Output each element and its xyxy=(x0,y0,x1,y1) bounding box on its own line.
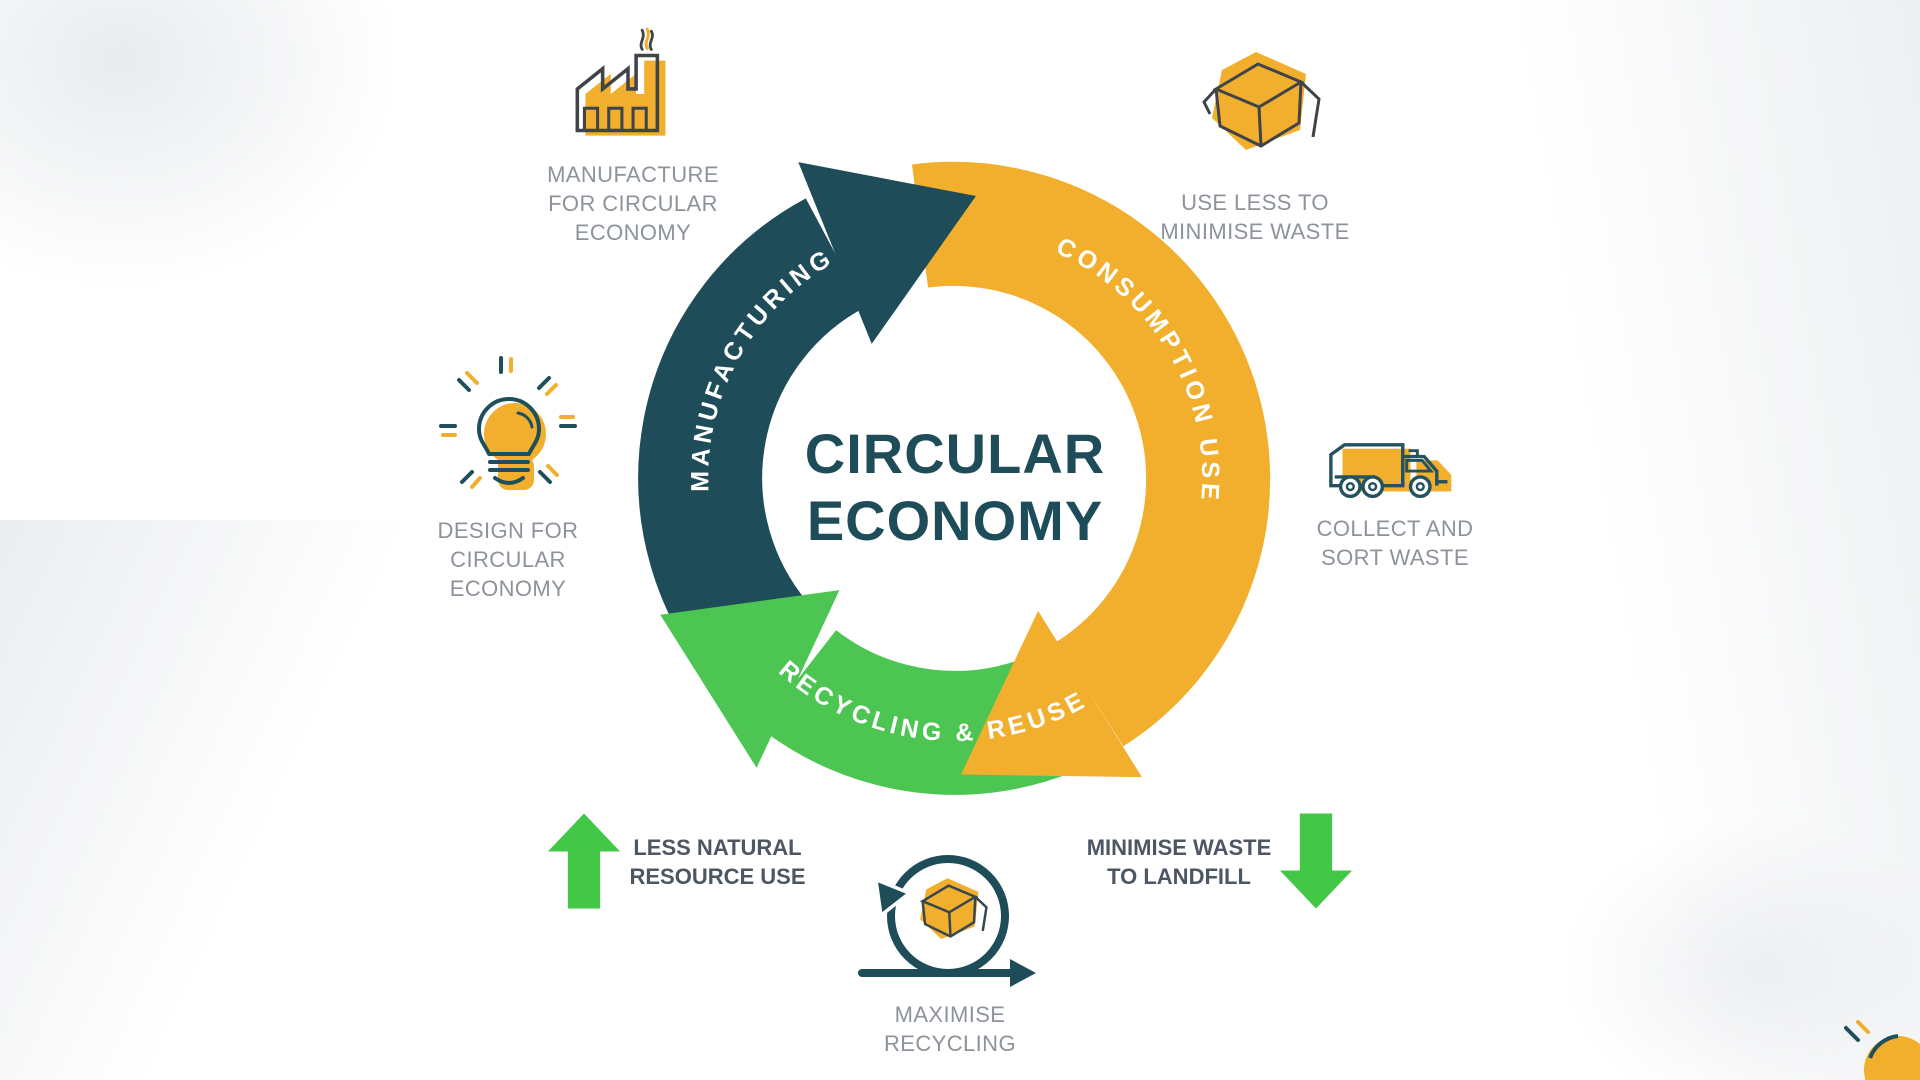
callout-less-natural-resource-use: LESS NATURAL RESOURCE USE xyxy=(629,835,806,889)
consumption-arrowhead-icon xyxy=(961,610,1142,778)
lightbulb-icon xyxy=(439,356,577,490)
manufacturing-arc xyxy=(638,198,866,682)
consumption-use-arc xyxy=(912,161,1271,747)
garbage-truck-icon xyxy=(1329,443,1452,499)
page-title: CIRCULAR ECONOMY xyxy=(804,422,1106,553)
up-arrow-icon xyxy=(547,813,621,909)
manufacturing-arrowhead-icon xyxy=(798,162,976,344)
node-label-use-less: USE LESS TO MINIMISE WASTE xyxy=(1160,190,1350,245)
node-label-manufacture: MANUFACTURE FOR CIRCULAR ECONOMY xyxy=(547,162,719,246)
node-label-collect: COLLECT AND SORT WASTE xyxy=(1316,516,1474,571)
down-arrow-icon xyxy=(1279,813,1353,909)
callout-minimise-waste-to-landfill: MINIMISE WASTE TO LANDFILL xyxy=(1086,835,1272,889)
node-label-maximise-recycling: MAXIMISE RECYCLING xyxy=(884,1002,1016,1057)
node-label-design: DESIGN FOR CIRCULAR ECONOMY xyxy=(437,518,579,602)
corner-bulb-icon xyxy=(1844,1020,1920,1080)
factory-icon xyxy=(575,27,666,136)
recycling-arrowhead-icon xyxy=(660,590,840,768)
open-box-icon xyxy=(1202,52,1321,150)
recycle-loop-icon xyxy=(858,855,1036,987)
